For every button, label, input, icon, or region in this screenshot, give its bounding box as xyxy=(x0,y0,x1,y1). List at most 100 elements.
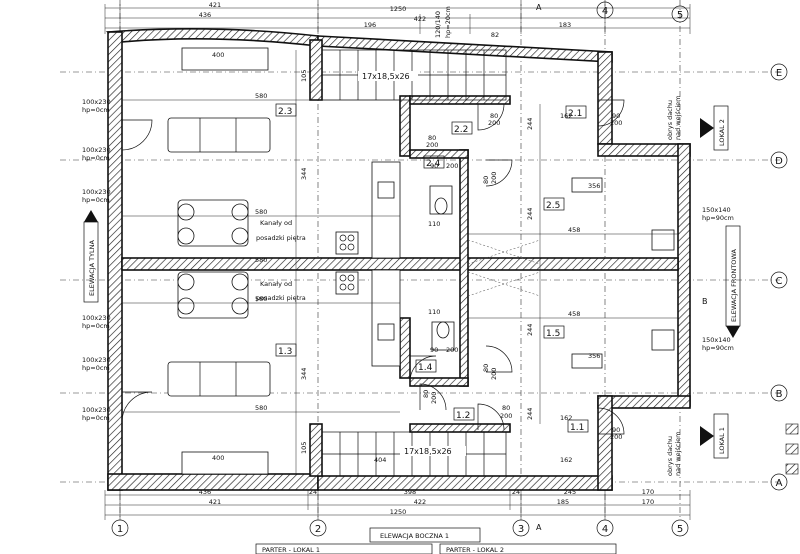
dim-344-1: 344 xyxy=(300,168,308,180)
dim-356-1: 356 xyxy=(588,182,600,190)
section-cut-markers: A A B C xyxy=(536,3,708,532)
dim-580-1: 580 xyxy=(255,92,267,100)
room-schedule-tables: PARTER - LOKAL 1 PARTER - LOKAL 2 xyxy=(255,543,617,554)
window-l1-size: 100x230 xyxy=(82,98,111,106)
window-l4-size: 100x230 xyxy=(82,314,111,322)
door-size-1h: 200 xyxy=(426,141,438,149)
door-size-5h: 200 xyxy=(490,172,498,184)
dim-bot-a: 436 xyxy=(199,488,211,496)
room-2-1: 2.1 xyxy=(568,109,582,119)
window-r2-size: 150x140 xyxy=(702,336,731,344)
furniture-unit-1: 400 xyxy=(167,269,675,475)
axis-row-b: B xyxy=(776,389,783,400)
unit-2-marker: LOKAL 2 xyxy=(700,105,729,151)
roof-outline-notes: obrys dachu nad wejściem obrys dachu nad… xyxy=(666,95,682,476)
dim-105-1: 105 xyxy=(300,70,308,82)
window-l3-hp: hp=0cm xyxy=(82,196,110,204)
duct-notes: Kanały od posadzki piętra Kanały od posa… xyxy=(256,219,306,302)
door-size-2h: 200 xyxy=(488,119,500,127)
room-2-3: 2.3 xyxy=(278,107,292,117)
dim-bot-j: 170 xyxy=(642,498,654,506)
left-window-labels: 100x230 hp=0cm 100x230 hp=0cm 100x230 hp… xyxy=(82,98,111,422)
axis-row-a: A xyxy=(776,478,783,489)
dim-110-1: 110 xyxy=(428,220,440,228)
elevation-front-label: ELEWACJA FRONTOWA xyxy=(730,249,738,322)
dim-162-2: 162 xyxy=(560,414,572,422)
table-unit-2-title: PARTER - LOKAL 2 xyxy=(446,546,504,554)
axis-col-3: 3 xyxy=(518,524,524,535)
axis-col-4-top: 4 xyxy=(602,6,608,17)
door-size-9h: 200 xyxy=(446,346,458,354)
staircase-top: 17x18,5x26 xyxy=(321,49,507,101)
dim-bot-e: 245 xyxy=(564,488,576,496)
window-l2-hp: hp=0cm xyxy=(82,154,110,162)
staircase-bottom: 17x18,5x26 xyxy=(321,431,507,477)
door-size-8h: 200 xyxy=(500,412,512,420)
door-size-3h: 200 xyxy=(610,119,622,127)
roof-note-1b: nad wejściem xyxy=(674,95,682,140)
door-size-6w: 80 xyxy=(482,364,490,372)
door-size-7h: 200 xyxy=(430,392,438,404)
duct-note-1a: Kanały od xyxy=(260,219,292,227)
elevation-rear-label: ELEWACJA TYLNA xyxy=(88,239,96,296)
dim-top-f: 183 xyxy=(559,21,571,29)
legend-swatches xyxy=(785,423,799,475)
elevation-left-marker: ELEWACJA TYLNA xyxy=(83,210,99,303)
dim-244-1: 244 xyxy=(526,118,534,130)
dim-458-1: 458 xyxy=(568,226,580,234)
dim-400-bottom: 400 xyxy=(212,454,224,462)
stairs-bottom-label: 17x18,5x26 xyxy=(404,447,452,456)
dim-bot-d: 24 xyxy=(512,488,520,496)
roof-note-2a: obrys dachu xyxy=(666,436,674,476)
duct-note-2b: posadzki piętra xyxy=(256,294,306,302)
dim-404: 404 xyxy=(374,456,386,464)
window-l5-hp: hp=0cm xyxy=(82,364,110,372)
door-size-10w: 90 xyxy=(430,162,438,170)
room-1-3: 1.3 xyxy=(278,347,292,357)
duct-note-2a: Kanały od xyxy=(260,280,292,288)
window-l3-size: 100x230 xyxy=(82,188,111,196)
cut-c: C xyxy=(702,125,708,134)
door-size-4w: 90 xyxy=(612,426,620,434)
room-1-2: 1.2 xyxy=(456,411,470,421)
cut-a-top: A xyxy=(536,3,542,12)
axis-row-c: C xyxy=(776,276,783,287)
dim-580-3: 580 xyxy=(255,256,267,264)
door-size-9w: 90 xyxy=(430,346,438,354)
window-r1-size: 150x140 xyxy=(702,206,731,214)
window-l4-hp: hp=0cm xyxy=(82,322,110,330)
room-tags: 2.3 2.2 2.4 2.5 2.1 1.3 1.4 1.5 1.2 1.1 xyxy=(275,103,589,433)
axis-row-d: D xyxy=(775,156,783,167)
window-r1-hp: hp=90cm xyxy=(702,214,734,222)
door-size-3w: 90 xyxy=(612,112,620,120)
dim-bot-total: 1250 xyxy=(390,508,407,516)
dim-bot-g: 421 xyxy=(209,498,221,506)
window-l6-size: 100x230 xyxy=(82,406,111,414)
dim-top-b: 436 xyxy=(199,11,211,19)
room-1-1: 1.1 xyxy=(570,423,584,433)
dim-580-2: 580 xyxy=(255,208,267,216)
window-l6-hp: hp=0cm xyxy=(82,414,110,422)
dim-top-g: 120/140 xyxy=(434,11,442,38)
window-l5-size: 100x230 xyxy=(82,356,111,364)
door-size-2w: 80 xyxy=(490,112,498,120)
door-size-labels: 80 200 80 200 90 200 90 200 80 200 80 20… xyxy=(422,112,622,441)
top-dimension-chain: 1250 421 436 422 196 82 183 120/140 hp=2… xyxy=(104,1,691,39)
room-2-5: 2.5 xyxy=(546,201,560,211)
dim-244-4: 244 xyxy=(526,408,534,420)
row-axis-bubbles: A B C D E xyxy=(770,63,788,491)
room-2-4: 2.4 xyxy=(426,159,441,169)
dim-458-2: 458 xyxy=(568,310,580,318)
axis-col-5-top: 5 xyxy=(677,10,683,21)
door-size-1w: 80 xyxy=(428,134,436,142)
unit-2-label: LOKAL 2 xyxy=(718,119,726,146)
elevation-bottom-marker: ELEWACJA BOCZNA 1 xyxy=(369,527,481,543)
dim-400-top: 400 xyxy=(212,51,224,59)
dim-bot-c: 398 xyxy=(404,488,416,496)
duct-note-1b: posadzki piętra xyxy=(256,234,306,242)
axis-col-5: 5 xyxy=(677,524,683,535)
axis-col-2: 2 xyxy=(315,524,321,535)
dim-bot-f: 170 xyxy=(642,488,654,496)
roof-note-1a: obrys dachu xyxy=(666,100,674,140)
